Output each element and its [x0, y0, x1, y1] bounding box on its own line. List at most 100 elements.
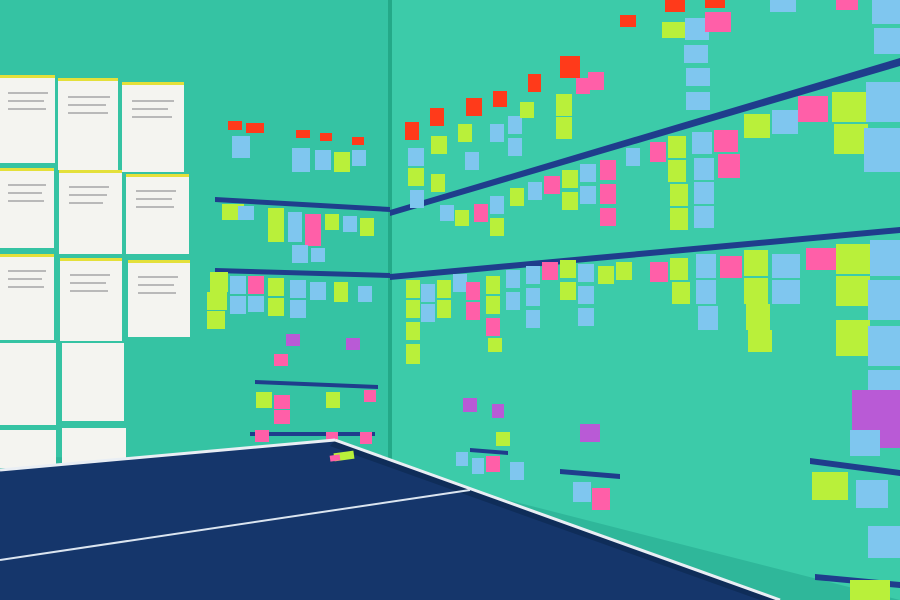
sticky-note: [850, 430, 880, 456]
sticky-note: [562, 170, 578, 188]
sticky-note: [696, 254, 716, 278]
sticky-note: [496, 432, 510, 446]
sticky-note: [714, 130, 738, 152]
sticky-note: [698, 306, 718, 330]
document-page: [62, 343, 124, 421]
sticky-note: [748, 330, 772, 352]
sticky-note: [296, 130, 310, 138]
sticky-note: [694, 182, 714, 204]
sticky-note: [620, 15, 636, 27]
sticky-note: [406, 300, 420, 318]
table-top: [0, 440, 780, 600]
sticky-note: [812, 472, 848, 500]
sticky-note: [508, 116, 522, 134]
sticky-note: [556, 94, 572, 116]
document-page: [0, 254, 54, 340]
table-right-edge: [334, 438, 781, 600]
sticky-note: [836, 0, 858, 10]
sticky-note: [486, 276, 500, 294]
tape-row: [560, 469, 620, 479]
sticky-note: [210, 272, 228, 292]
sticky-note: [506, 292, 520, 310]
sticky-note: [560, 56, 580, 78]
sticky-note: [576, 78, 590, 94]
sticky-note: [520, 102, 534, 118]
sticky-note: [288, 212, 302, 228]
sticky-note: [856, 480, 888, 508]
sticky-note: [528, 74, 541, 92]
sticky-note: [334, 282, 348, 302]
sticky-note: [486, 296, 500, 314]
tape-row: [470, 448, 508, 455]
sticky-note: [526, 288, 540, 306]
sticky-note: [466, 302, 480, 320]
sticky-note: [310, 282, 326, 300]
sticky-note: [578, 264, 594, 282]
sticky-note: [852, 390, 900, 420]
sticky-note: [288, 226, 302, 242]
sticky-note: [588, 72, 604, 90]
sticky-note: [874, 28, 900, 54]
sticky-note: [866, 82, 900, 122]
sticky-note: [506, 270, 520, 288]
document-page: [122, 82, 184, 172]
table-center-line: [0, 489, 471, 561]
sticky-note: [268, 208, 284, 226]
corner-shadow: [388, 0, 392, 472]
sticky-note: [665, 0, 685, 12]
sticky-note: [255, 430, 269, 442]
sticky-note: [305, 230, 321, 246]
sticky-note: [315, 150, 331, 170]
sticky-note: [510, 188, 524, 206]
sticky-note: [465, 152, 479, 170]
sticky-note: [248, 296, 264, 312]
sticky-note: [746, 304, 770, 330]
tape-row: [250, 432, 375, 436]
tape-row: [810, 458, 900, 476]
sticky-note: [256, 392, 272, 408]
tape-row: [390, 227, 900, 280]
sticky-note: [346, 338, 360, 350]
sticky-note: [580, 424, 600, 442]
sticky-note: [343, 216, 357, 232]
sticky-note: [528, 182, 542, 200]
sticky-note: [573, 482, 591, 502]
sticky-note: [490, 124, 504, 142]
sticky-note: [600, 160, 616, 180]
document-page: [126, 174, 189, 254]
sticky-note: [274, 354, 288, 366]
sticky-note: [406, 280, 420, 298]
sticky-note: [232, 136, 250, 158]
table-left-edge: [0, 438, 336, 472]
sticky-note: [248, 276, 264, 294]
sticky-note: [458, 124, 472, 142]
sticky-note: [668, 136, 686, 158]
sticky-note: [406, 322, 420, 340]
sticky-note: [744, 278, 768, 304]
document-page: [0, 430, 56, 468]
sticky-note: [650, 142, 666, 162]
sticky-note: [455, 210, 469, 226]
sticky-note: [325, 214, 339, 230]
sticky-note: [421, 304, 435, 322]
sticky-note: [274, 410, 290, 424]
sticky-note: [360, 218, 374, 236]
sticky-note: [580, 186, 596, 204]
document-page: [0, 168, 54, 248]
sticky-note: [694, 158, 714, 180]
printed-documents: [0, 75, 190, 468]
sticky-note: [437, 280, 451, 298]
sticky-note: [670, 184, 688, 206]
document-page: [60, 258, 122, 341]
sticky-note: [770, 0, 796, 12]
sticky-note: [832, 92, 866, 122]
sticky-note: [650, 262, 668, 282]
sticky-note: [228, 121, 242, 130]
sticky-note: [437, 300, 451, 318]
sticky-note: [474, 204, 488, 222]
sticky-note: [686, 68, 710, 86]
sticky-note: [600, 208, 616, 226]
sticky-note: [408, 168, 424, 186]
sticky-note: [406, 344, 420, 364]
